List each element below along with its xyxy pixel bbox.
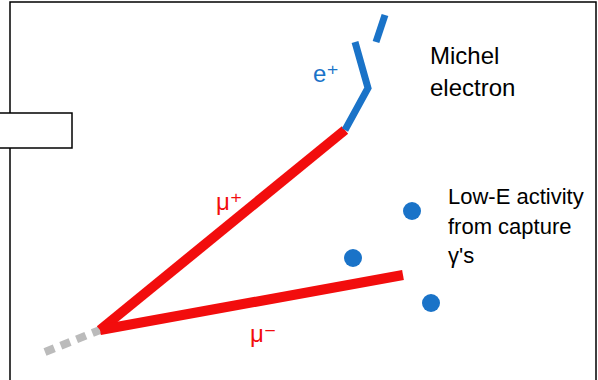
- michel-electron-track: [376, 15, 385, 42]
- particle-label: e⁺: [313, 58, 353, 90]
- capture-gamma-dot: [403, 202, 421, 220]
- beam-pipe: [0, 113, 72, 148]
- particle-label: μ⁺: [216, 186, 256, 218]
- michel-label: Michel electron: [430, 40, 550, 105]
- capture-label: Low-E activity from capture γ's: [448, 182, 594, 271]
- capture-gamma-dot: [344, 249, 362, 267]
- michel-electron-track: [345, 42, 368, 130]
- particle-label: μ⁻: [250, 318, 290, 350]
- capture-gamma-dot: [422, 294, 440, 312]
- muon-plus-track: [100, 130, 345, 330]
- detector-outline: [10, 2, 596, 380]
- incoming-track: [45, 330, 100, 352]
